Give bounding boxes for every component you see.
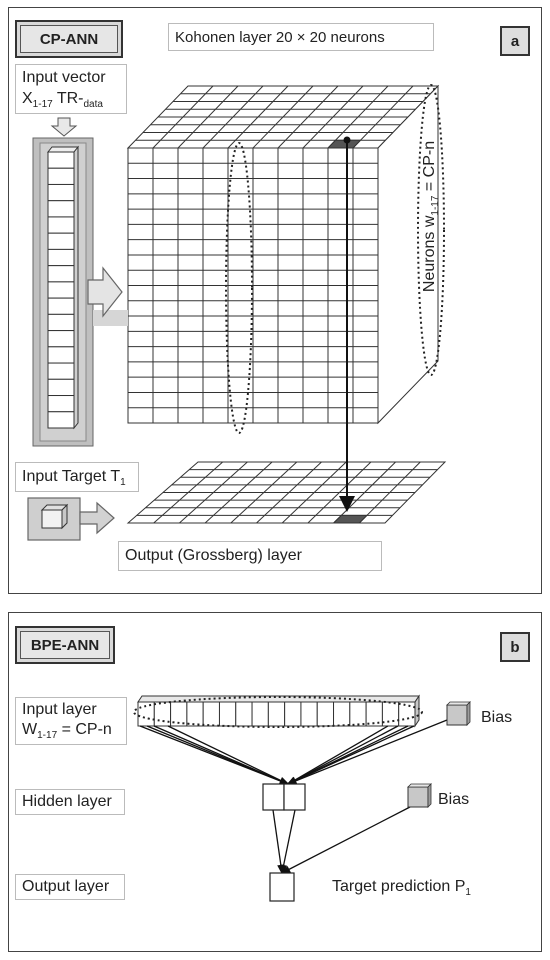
output-layer-label: Output layer [15,874,125,900]
dotted-ellipse-column [225,142,253,434]
bpe-connections [139,719,448,875]
right-arrow-icon [87,266,128,326]
output-grossberg-grid [126,461,447,524]
bpe-ann-label: BPE-ANN [30,636,100,654]
input-column [32,137,94,447]
hidden-neuron-2 [283,783,306,811]
down-arrow-icon [50,117,78,137]
kohonen-cube [126,84,440,425]
neurons-weight-label: Neurons w1-17 = CP-n [420,140,442,293]
panel-a-letter: a [500,26,530,56]
cube-icon [40,503,69,530]
output-grossberg-label: Output (Grossberg) layer [118,541,382,571]
dotted-ellipse-side [417,84,445,376]
input-target-label: Input Target T1 [15,462,139,492]
cp-ann-tag: CP-ANN [15,20,123,58]
input-layer-label: Input layer W1-17 = CP-n [15,697,127,745]
bpe-ann-tag: BPE-ANN [15,626,115,664]
bias-label-1: Bias [481,709,513,726]
target-prediction-label: Target prediction P1 [332,878,471,899]
bias-node-1 [446,701,471,726]
hidden-neuron-1 [262,783,285,811]
kohonen-layer-label: Kohonen layer 20 × 20 neurons [168,23,434,51]
input-vector-label: Input vector X1-17 TR-data [15,64,127,114]
hidden-layer-label: Hidden layer [15,789,125,815]
target-input-icon [27,497,115,541]
dotted-ellipse-input-layer [133,696,423,728]
output-neuron [269,872,295,902]
bias-label-2: Bias [438,791,470,808]
cp-ann-label: CP-ANN [39,30,99,48]
bias-node-2 [407,783,432,808]
panel-b-letter: b [500,632,530,662]
winner-connection-arrow [339,136,355,512]
